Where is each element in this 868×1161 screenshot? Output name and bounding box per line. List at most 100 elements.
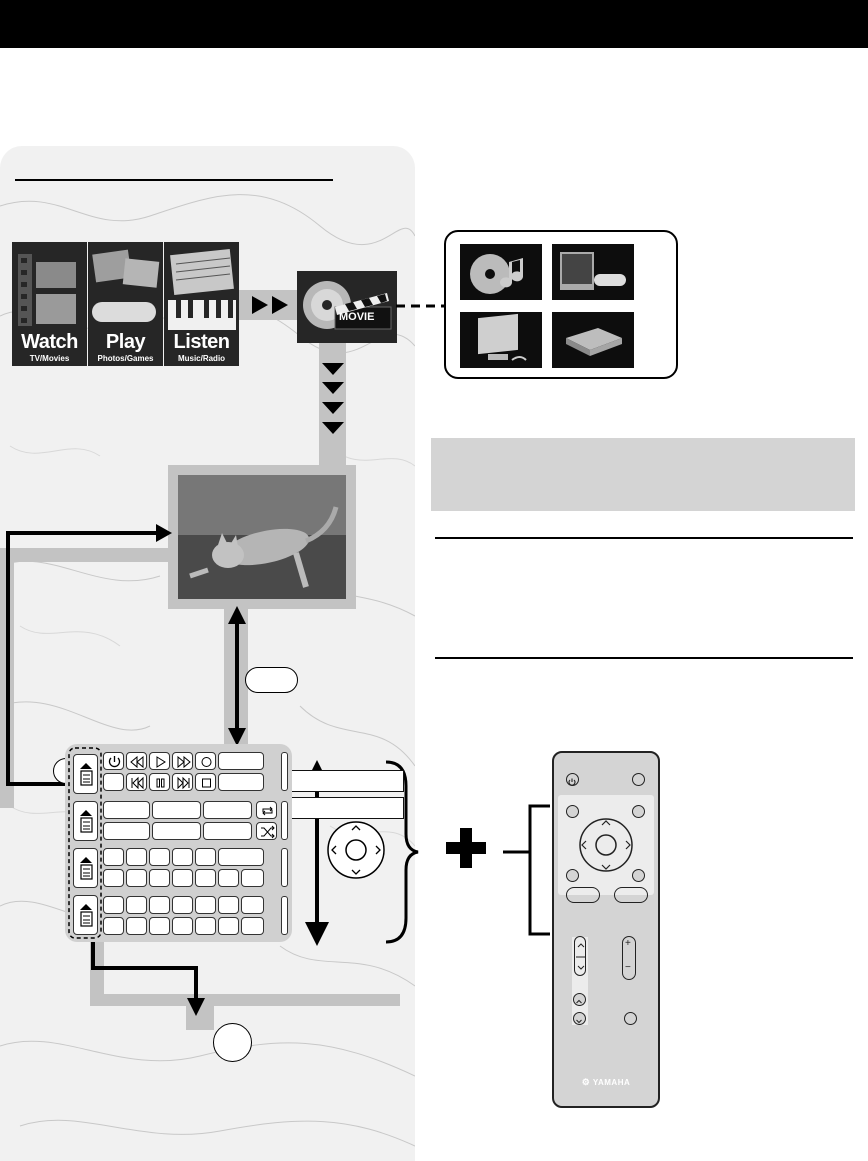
remote-corner-button-4[interactable] [632,869,645,882]
key-r3-3[interactable] [149,848,170,866]
panel-title-rule [15,179,333,181]
page-key-2[interactable] [73,801,98,841]
document-icon [80,857,93,880]
record-button[interactable] [195,752,216,770]
blank-key-3[interactable] [218,773,264,791]
play-icon [156,756,166,768]
remote-top-right-button[interactable] [632,773,645,786]
movie-source-icon[interactable]: MOVIE [297,271,397,343]
key-r3-2[interactable] [126,848,147,866]
remote-volume-rocker[interactable]: + − [622,936,636,980]
remote-corner-button-1[interactable] [566,805,579,818]
key-r3-5[interactable] [195,848,216,866]
watch-tile[interactable]: Watch TV/Movies [12,242,87,366]
key-r3-11[interactable] [195,869,216,887]
blank-key-9[interactable] [203,822,252,840]
remote-cursor-pad[interactable] [576,807,636,883]
blank-key-8[interactable] [152,822,201,840]
stop-button[interactable] [195,773,216,791]
key-r3-10[interactable] [172,869,193,887]
remote-corner-button-2[interactable] [632,805,645,818]
power-button[interactable] [103,752,124,770]
fast-forward-button[interactable] [172,752,193,770]
key-r4-7[interactable] [241,896,264,914]
page-key-1[interactable] [73,754,98,794]
key-r3-8[interactable] [126,869,147,887]
remote-oval-button-right[interactable] [614,887,648,903]
watch-title: Watch [21,331,78,353]
power-icon [568,778,576,786]
play-button[interactable] [149,752,170,770]
key-r4-6[interactable] [218,896,239,914]
key-r4-8[interactable] [103,917,124,935]
power-icon [108,756,121,768]
scrollbar-2[interactable] [281,801,288,840]
key-r3-7[interactable] [103,869,124,887]
key-r4-2[interactable] [126,896,147,914]
key-r4-11[interactable] [172,917,193,935]
key-r3-1[interactable] [103,848,124,866]
blank-key-6[interactable] [203,801,252,819]
movie-label: MOVIE [339,311,375,323]
sheet-music-piano-icon [168,248,236,330]
skip-back-button[interactable] [126,773,147,791]
stop-icon [202,778,211,788]
play-tile[interactable]: Play Photos/Games [88,242,163,366]
remote-mute-button[interactable] [624,1012,637,1025]
listen-tile[interactable]: Listen Music/Radio [164,242,239,366]
remote-corner-button-3[interactable] [566,869,579,882]
menu-oval-button[interactable] [245,667,298,693]
key-r4-13[interactable] [218,917,239,935]
key-r3-9[interactable] [149,869,170,887]
yamaha-logo-icon: ⚙ [581,1077,591,1087]
skip-back-icon [131,776,144,790]
key-r4-9[interactable] [126,917,147,935]
key-r4-5[interactable] [195,896,216,914]
key-r3-13[interactable] [241,869,264,887]
key-r4-1[interactable] [103,896,124,914]
remote-power-button[interactable] [566,773,579,786]
chevron-up-down-icon [576,943,586,970]
key-r4-4[interactable] [172,896,193,914]
document-icon [80,763,93,786]
listen-subtitle: Music/Radio [177,354,226,363]
blank-key-5[interactable] [152,801,201,819]
key-r3-12[interactable] [218,869,239,887]
down-arrows-icon [322,363,344,434]
fast-forward-icon [177,755,191,769]
key-r3-6[interactable] [218,848,264,866]
remote-oval-button-left[interactable] [566,887,600,903]
remote-brand-label: ⚙ YAMAHA [554,1077,658,1088]
remote-preset-up-button[interactable] [573,993,586,1006]
blank-key-1[interactable] [218,752,264,770]
enter-circle-button[interactable] [213,1023,252,1062]
film-strip-icon [18,254,76,326]
remote-preset-down-button[interactable] [573,1012,586,1025]
scrollbar-3[interactable] [281,848,288,887]
skip-forward-button[interactable] [172,773,193,791]
pause-icon [156,778,165,788]
key-r4-10[interactable] [149,917,170,935]
repeat-button[interactable] [256,801,277,819]
scrollbar-1[interactable] [281,752,288,791]
computer-icon [460,312,542,368]
blank-key-4[interactable] [103,801,150,819]
play-subtitle: Photos/Games [97,354,154,363]
volume-down-icon: − [625,962,631,973]
key-r4-3[interactable] [149,896,170,914]
key-r4-14[interactable] [241,917,264,935]
header-bar [0,0,868,48]
page-key-4[interactable] [73,895,98,935]
blank-key-2[interactable] [103,773,124,791]
page-key-3[interactable] [73,848,98,888]
pause-button[interactable] [149,773,170,791]
rewind-button[interactable] [126,752,147,770]
key-r4-12[interactable] [195,917,216,935]
skip-forward-icon [177,776,190,790]
key-r3-4[interactable] [172,848,193,866]
scrollbar-4[interactable] [281,896,288,935]
remote-channel-rocker[interactable] [574,936,586,976]
shuffle-button[interactable] [256,822,277,840]
blank-key-7[interactable] [103,822,150,840]
